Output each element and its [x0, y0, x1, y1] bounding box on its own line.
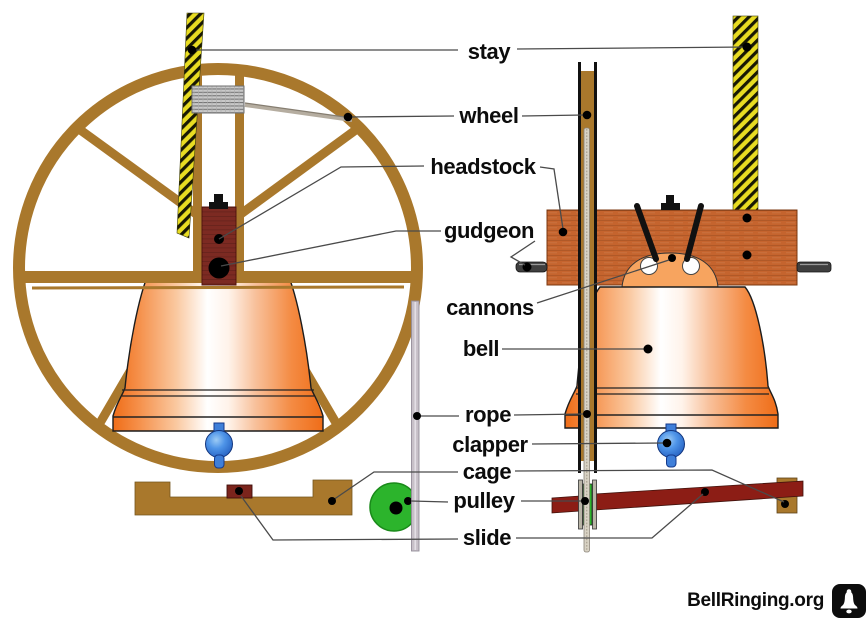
brand-text: BellRinging.org — [687, 590, 824, 611]
bell-front — [112, 271, 324, 432]
label-headstock: headstock — [430, 154, 536, 179]
label-cannons: cannons — [446, 295, 534, 320]
rope-coil — [191, 85, 245, 114]
label-slide: slide — [462, 525, 512, 550]
rope-front — [411, 300, 420, 552]
front-view — [13, 12, 423, 552]
cannons-crown — [621, 203, 719, 288]
label-bell: bell — [462, 336, 500, 361]
clapper-front — [205, 422, 233, 469]
stay-side — [732, 15, 759, 211]
headstock-front — [201, 194, 237, 286]
label-gudgeon: gudgeon — [443, 218, 535, 243]
leader-dots — [187, 42, 752, 505]
headstock-bolt-side — [661, 203, 680, 210]
side-view — [515, 15, 832, 553]
slide-side — [551, 480, 804, 514]
label-rope: rope — [464, 402, 512, 427]
headstock-bolt — [209, 202, 228, 209]
label-stay: stay — [467, 39, 511, 64]
gudgeon-bearing-dot — [208, 257, 230, 279]
rope-to-rim — [244, 102, 353, 122]
label-pulley: pulley — [453, 488, 515, 513]
label-cage: cage — [462, 459, 512, 484]
bell-side — [564, 286, 779, 429]
clapper-side — [657, 423, 685, 468]
leader-lines — [192, 46, 785, 541]
stay-front — [176, 12, 205, 239]
wheel-posts — [193, 73, 244, 280]
rope-side — [583, 127, 590, 553]
label-clapper: clapper — [452, 432, 528, 457]
label-wheel: wheel — [459, 103, 519, 128]
pulley-front — [369, 482, 419, 532]
slide-end — [226, 484, 253, 499]
brand-bell-icon — [832, 584, 866, 618]
